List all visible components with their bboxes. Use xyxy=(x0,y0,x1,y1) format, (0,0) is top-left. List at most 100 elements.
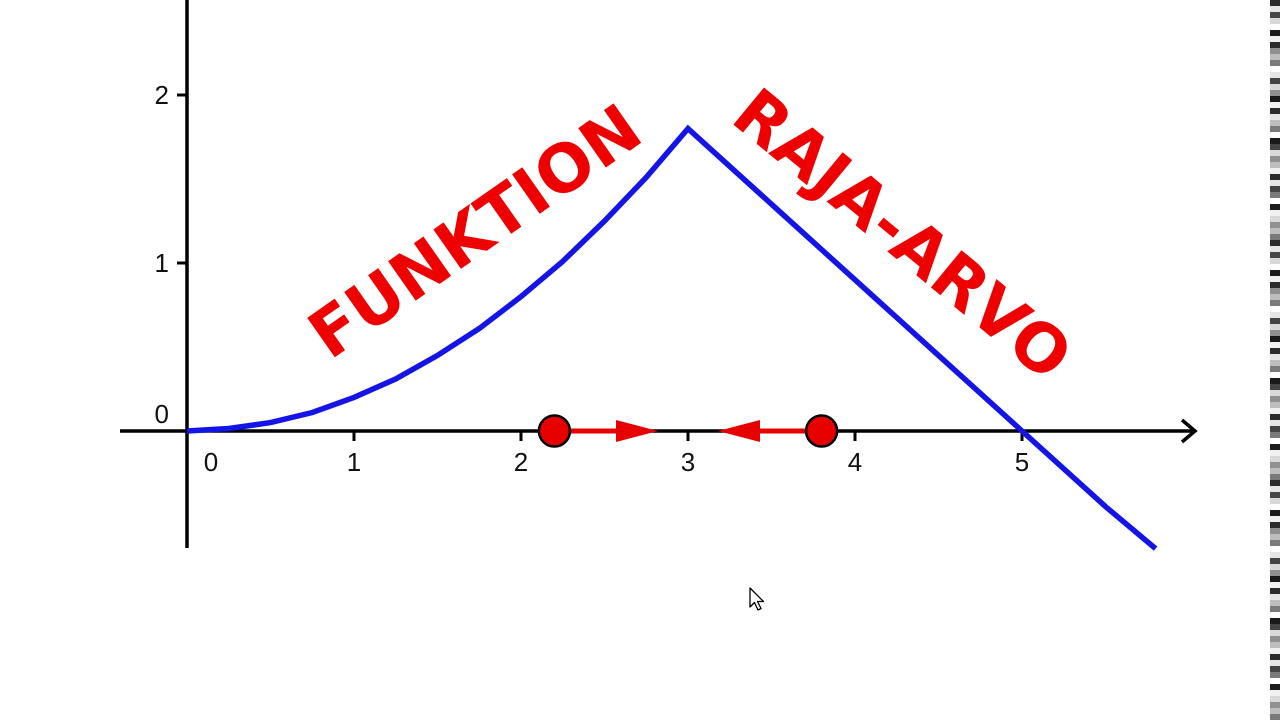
edge-strip-segment xyxy=(1270,276,1280,282)
edge-noise-strip xyxy=(1270,0,1280,720)
edge-strip-segment xyxy=(1270,216,1280,222)
edge-strip-segment xyxy=(1270,636,1280,642)
y-tick-label: 0 xyxy=(155,399,169,429)
moving-point xyxy=(804,414,839,448)
edge-strip-segment xyxy=(1270,36,1280,42)
edge-strip-segment xyxy=(1270,204,1280,210)
x-axis-arrowhead xyxy=(1180,418,1198,444)
edge-strip-segment xyxy=(1270,390,1280,396)
edge-strip-segment xyxy=(1270,90,1280,96)
edge-strip-segment xyxy=(1270,522,1280,528)
edge-strip-segment xyxy=(1270,66,1280,72)
edge-strip-segment xyxy=(1270,6,1280,12)
edge-strip-segment xyxy=(1270,498,1280,504)
edge-strip-segment xyxy=(1270,576,1280,582)
edge-strip-segment xyxy=(1270,612,1280,618)
edge-strip-segment xyxy=(1270,306,1280,312)
edge-strip-segment xyxy=(1270,126,1280,132)
edge-strip-segment xyxy=(1270,678,1280,684)
edge-strip-segment xyxy=(1270,684,1280,690)
edge-strip-segment xyxy=(1270,60,1280,66)
edge-strip-segment xyxy=(1270,348,1280,354)
edge-strip-segment xyxy=(1270,606,1280,612)
edge-strip-segment xyxy=(1270,426,1280,432)
edge-strip-segment xyxy=(1270,156,1280,162)
edge-strip-segment xyxy=(1270,270,1280,276)
x-tick-label: 3 xyxy=(681,447,695,477)
edge-strip-segment xyxy=(1270,438,1280,444)
edge-strip-segment xyxy=(1270,72,1280,78)
edge-strip-segment xyxy=(1270,372,1280,378)
edge-strip-segment xyxy=(1270,360,1280,366)
edge-strip-segment xyxy=(1270,78,1280,84)
raja-arvo-label: RAJA-ARVO xyxy=(719,74,1087,396)
edge-strip-segment xyxy=(1270,690,1280,696)
edge-strip-segment xyxy=(1270,414,1280,420)
edge-strip-segment xyxy=(1270,588,1280,594)
edge-strip-segment xyxy=(1270,0,1280,6)
approach-arrow-head xyxy=(616,420,658,442)
edge-strip-segment xyxy=(1270,42,1280,48)
edge-strip-segment xyxy=(1270,12,1280,18)
edge-strip-segment xyxy=(1270,714,1280,720)
edge-strip-segment xyxy=(1270,324,1280,330)
edge-strip-segment xyxy=(1270,282,1280,288)
edge-strip-segment xyxy=(1270,120,1280,126)
edge-strip-segment xyxy=(1270,144,1280,150)
edge-strip-segment xyxy=(1270,618,1280,624)
edge-strip-segment xyxy=(1270,288,1280,294)
x-tick-label: 5 xyxy=(1015,447,1029,477)
edge-strip-segment xyxy=(1270,54,1280,60)
mouse-pointer-icon xyxy=(749,587,765,611)
edge-strip-segment xyxy=(1270,84,1280,90)
edge-strip-segment xyxy=(1270,180,1280,186)
edge-strip-segment xyxy=(1270,594,1280,600)
edge-strip-segment xyxy=(1270,402,1280,408)
edge-strip-segment xyxy=(1270,474,1280,480)
edge-strip-segment xyxy=(1270,294,1280,300)
edge-strip-segment xyxy=(1270,432,1280,438)
edge-strip-segment xyxy=(1270,558,1280,564)
edge-strip-segment xyxy=(1270,516,1280,522)
edge-strip-segment xyxy=(1270,504,1280,510)
edge-strip-segment xyxy=(1270,366,1280,372)
edge-strip-segment xyxy=(1270,552,1280,558)
edge-strip-segment xyxy=(1270,696,1280,702)
edge-strip-segment xyxy=(1270,708,1280,714)
edge-strip-segment xyxy=(1270,312,1280,318)
edge-strip-segment xyxy=(1270,624,1280,630)
curve-layer xyxy=(186,124,1158,551)
edge-strip-segment xyxy=(1270,162,1280,168)
edge-strip-segment xyxy=(1270,150,1280,156)
edge-strip-segment xyxy=(1270,648,1280,654)
edge-strip-segment xyxy=(1270,408,1280,414)
edge-strip-segment xyxy=(1270,354,1280,360)
edge-strip-segment xyxy=(1270,114,1280,120)
edge-strip-segment xyxy=(1270,30,1280,36)
edge-strip-segment xyxy=(1270,336,1280,342)
edge-strip-segment xyxy=(1270,450,1280,456)
edge-strip-segment xyxy=(1270,666,1280,672)
edge-strip-segment xyxy=(1270,702,1280,708)
edge-strip-segment xyxy=(1270,300,1280,306)
x-tick-label: 1 xyxy=(347,447,361,477)
edge-strip-segment xyxy=(1270,210,1280,216)
x-tick-label: 2 xyxy=(514,447,528,477)
edge-strip-segment xyxy=(1270,660,1280,666)
edge-strip-segment xyxy=(1270,396,1280,402)
edge-strip-segment xyxy=(1270,108,1280,114)
edge-strip-segment xyxy=(1270,420,1280,426)
moving-point xyxy=(537,414,572,448)
edge-strip-segment xyxy=(1270,330,1280,336)
edge-strip-segment xyxy=(1270,24,1280,30)
edge-strip-segment xyxy=(1270,198,1280,204)
function-curve xyxy=(186,124,1158,551)
edge-strip-segment xyxy=(1270,138,1280,144)
edge-strip-segment xyxy=(1270,258,1280,264)
edge-strip-segment xyxy=(1270,486,1280,492)
edge-strip-segment xyxy=(1270,132,1280,138)
edge-strip-segment xyxy=(1270,264,1280,270)
